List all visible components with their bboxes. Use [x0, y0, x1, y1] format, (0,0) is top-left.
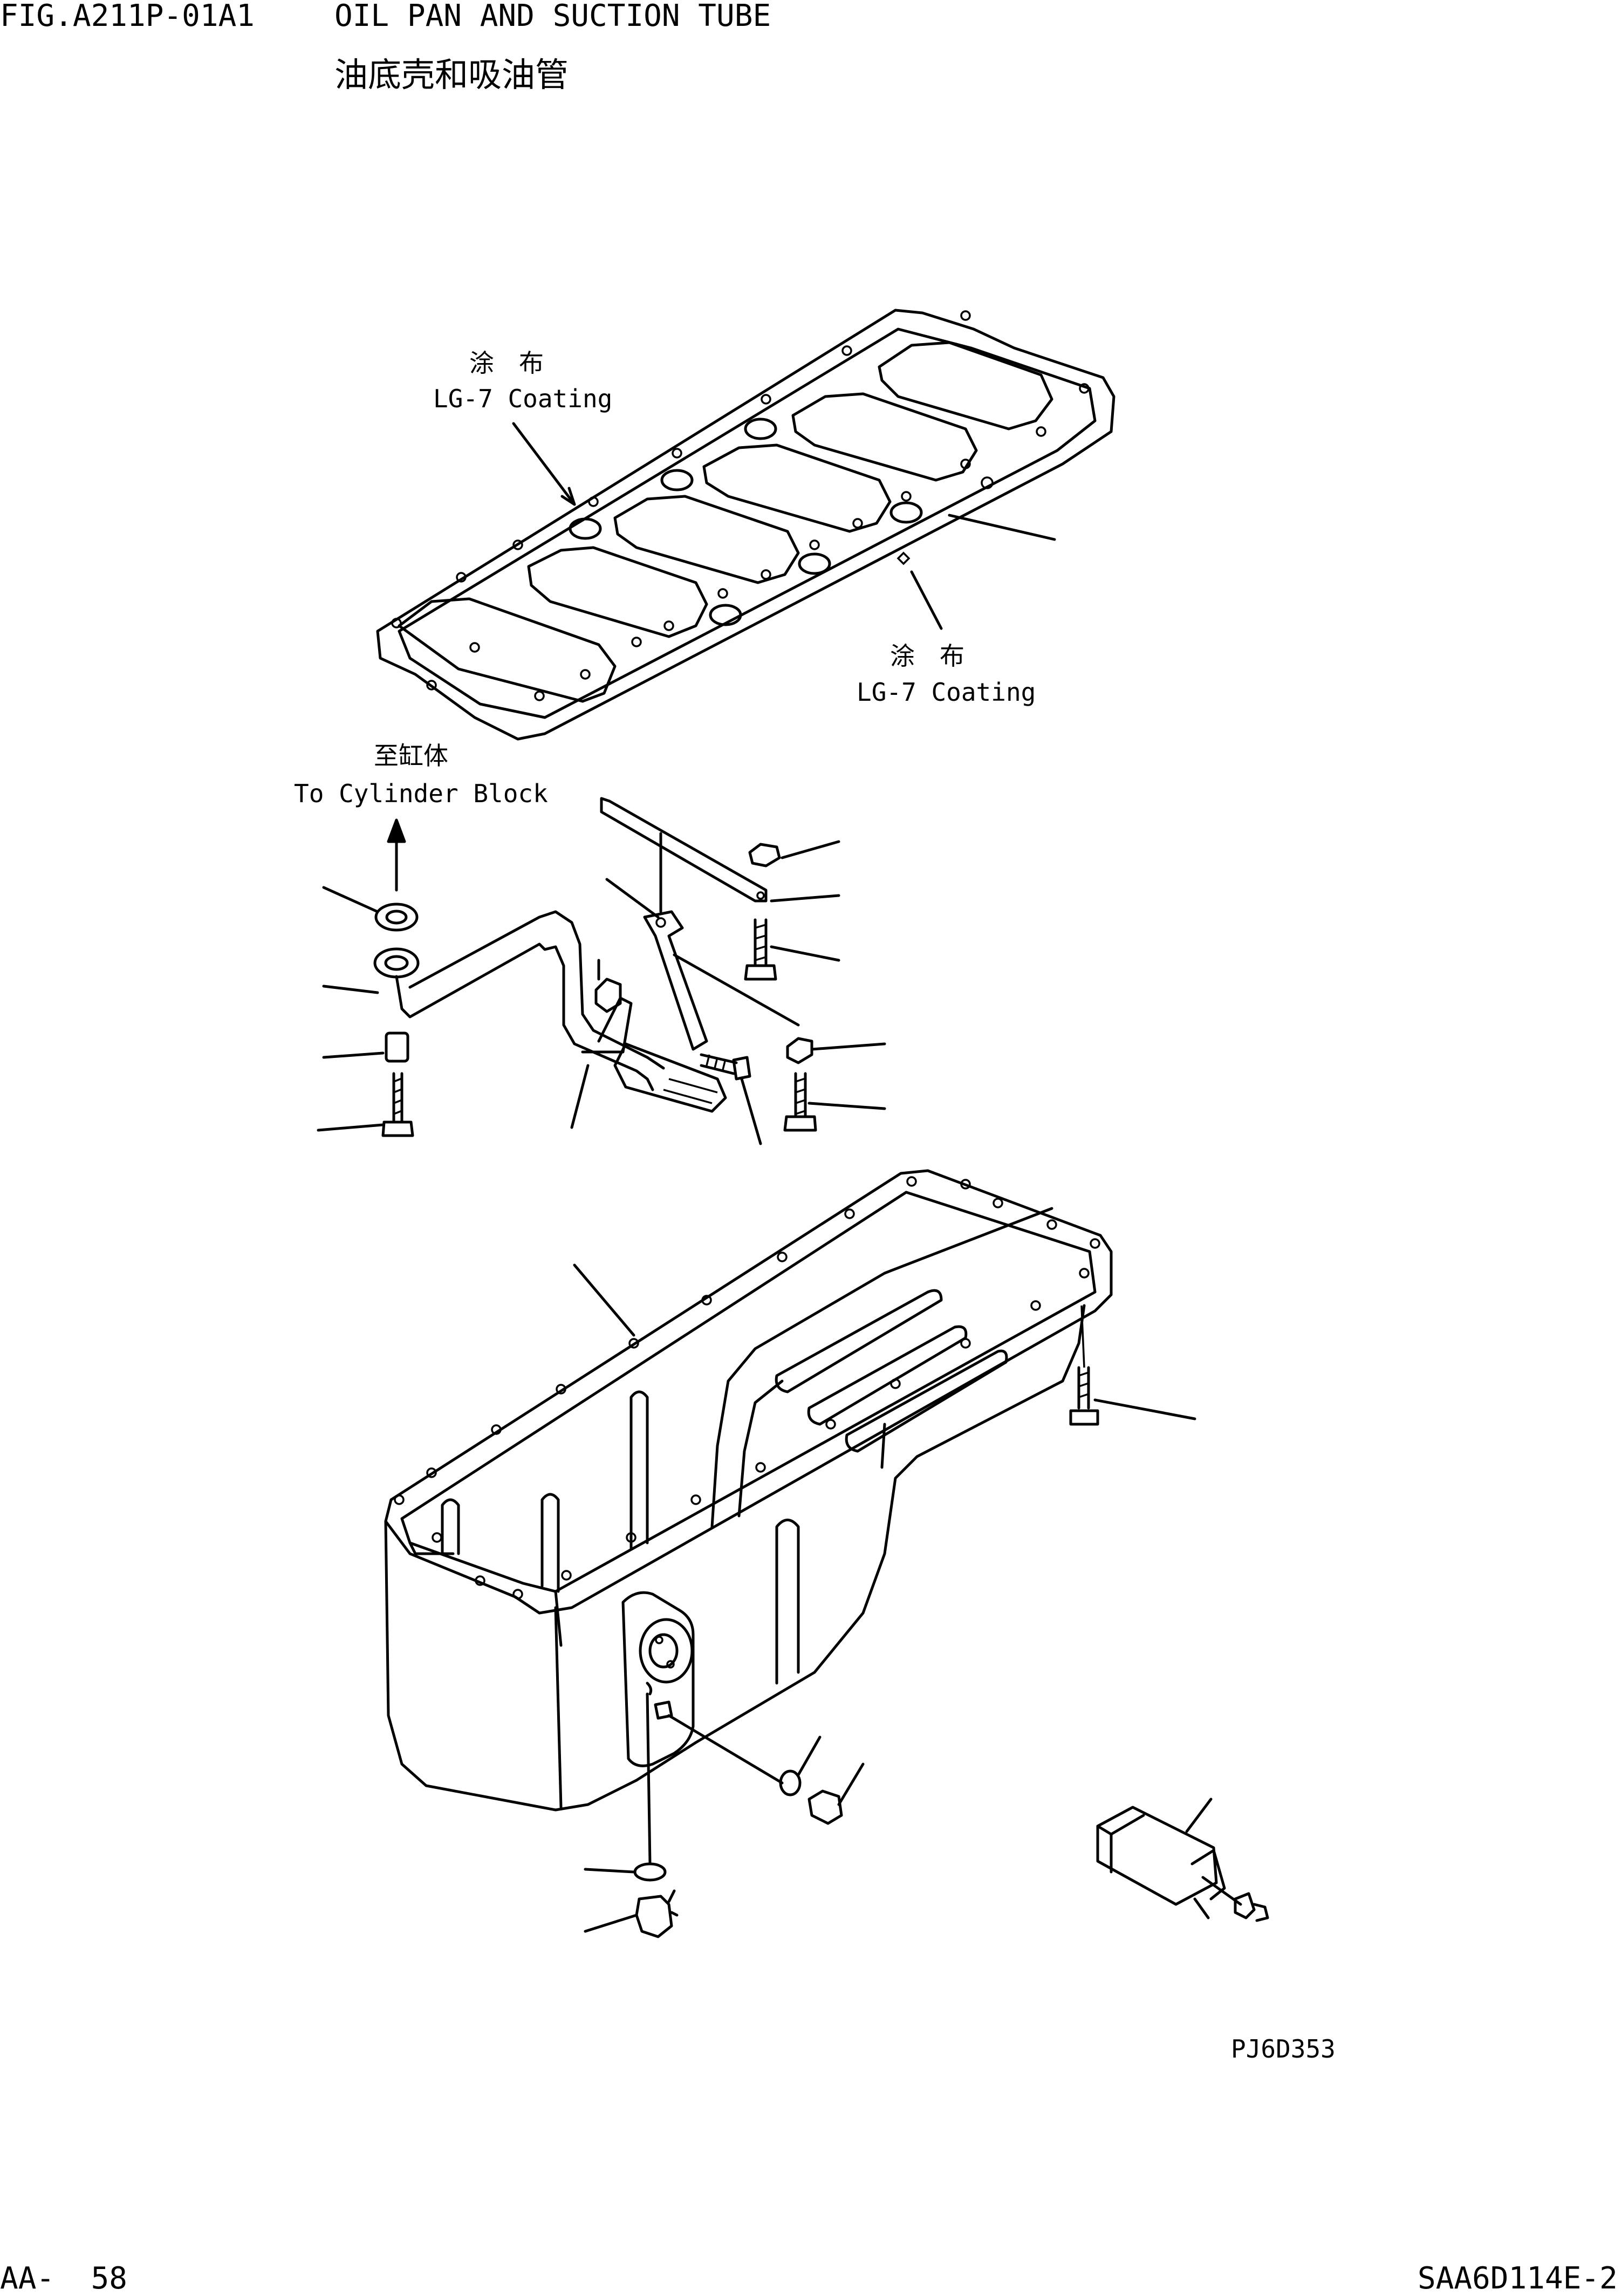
figure-code: FIG.A211P-01A1 [0, 0, 255, 33]
page-number: AA- 58 [0, 2261, 128, 2296]
coating-label-lower: LG-7 Coating [857, 678, 1036, 707]
drawing-code: PJ6D353 [1231, 2034, 1336, 2063]
model-code: SAA6D114E-2 [1418, 2261, 1618, 2296]
oil-pan [384, 1169, 1196, 1938]
oil-pan-gasket [376, 309, 1115, 741]
coating-label-cn-lower: 涂 布 [890, 641, 964, 671]
coating-label-cn-upper: 涂 布 [469, 348, 544, 378]
figure-title-chinese: 油底壳和吸油管 [334, 55, 569, 94]
cylinder-label-cn: 至缸体 [374, 741, 448, 770]
coating-label-upper: LG-7 Coating [433, 384, 613, 413]
cylinder-label: To Cylinder Block [294, 779, 548, 808]
suction-tube-assembly [317, 797, 886, 1145]
figure-title: OIL PAN AND SUCTION TUBE [334, 0, 771, 33]
level-gauge-part [1096, 1798, 1269, 1922]
